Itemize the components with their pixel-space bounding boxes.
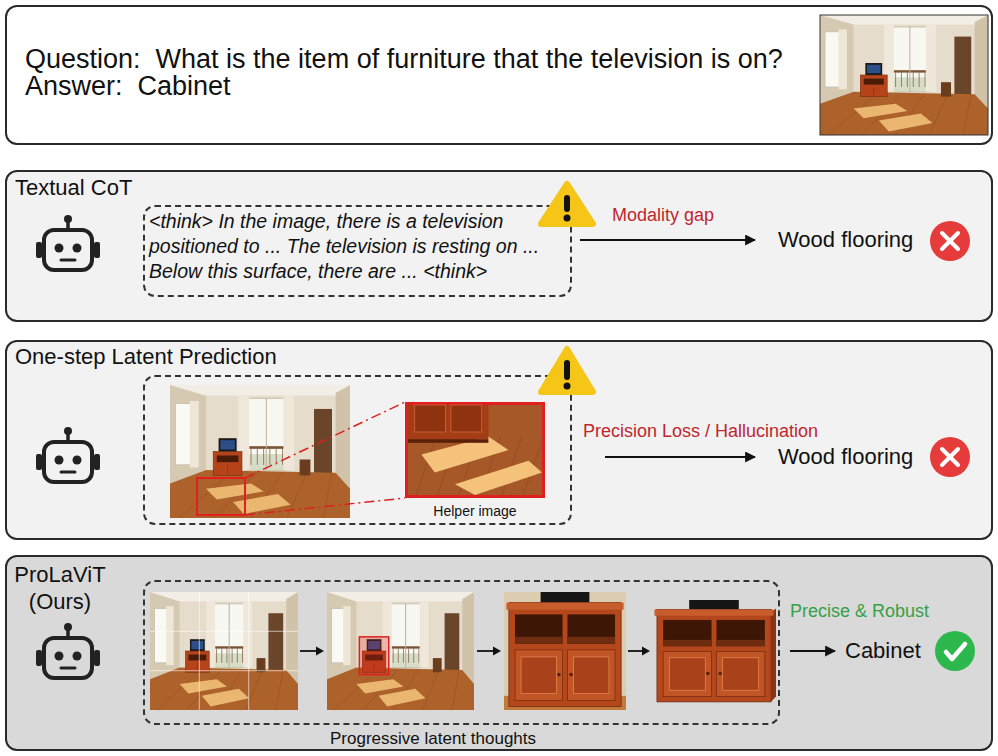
answer-text: Wood flooring (778, 220, 913, 260)
method-panel: ProLaViT (Ours) Progressive latent though… (5, 555, 993, 751)
box-caption: Progressive latent thoughts (330, 730, 536, 747)
reasoning-text: <think> In the image, there is a televis… (149, 209, 567, 284)
answer-label: Cabinet (835, 631, 985, 671)
question-text: Question: What is the item of furniture … (25, 46, 783, 73)
edge-label: Modality gap (612, 206, 714, 224)
panel-heading: One-step Latent Prediction (15, 346, 277, 368)
question-panel: Question: What is the item of furniture … (5, 5, 993, 145)
edge-label: Precise & Robust (790, 602, 929, 620)
method-panel: Textual CoT <think> In the image, there i… (5, 170, 993, 322)
answer-text: Cabinet (845, 631, 921, 671)
panel-heading: Textual CoT (15, 177, 132, 199)
latent-box: Helper image (143, 375, 572, 525)
panel-heading: ProLaViT (Ours) (10, 561, 110, 615)
image-caption: Helper image (408, 504, 542, 518)
answer-label: Wood flooring (755, 220, 985, 260)
method-panel: One-step Latent PredictionHelper image Wo… (5, 340, 993, 540)
reasoning-box: <think> In the image, there is a televis… (143, 205, 572, 297)
latent-thoughts-box: Progressive latent thoughts (143, 580, 780, 725)
answer-text: Answer: Cabinet (25, 73, 231, 100)
answer-text: Wood flooring (778, 437, 913, 477)
helper-image: Helper image (405, 402, 545, 498)
edge-label: Precision Loss / Hallucination (583, 422, 818, 440)
answer-label: Wood flooring (755, 437, 985, 477)
